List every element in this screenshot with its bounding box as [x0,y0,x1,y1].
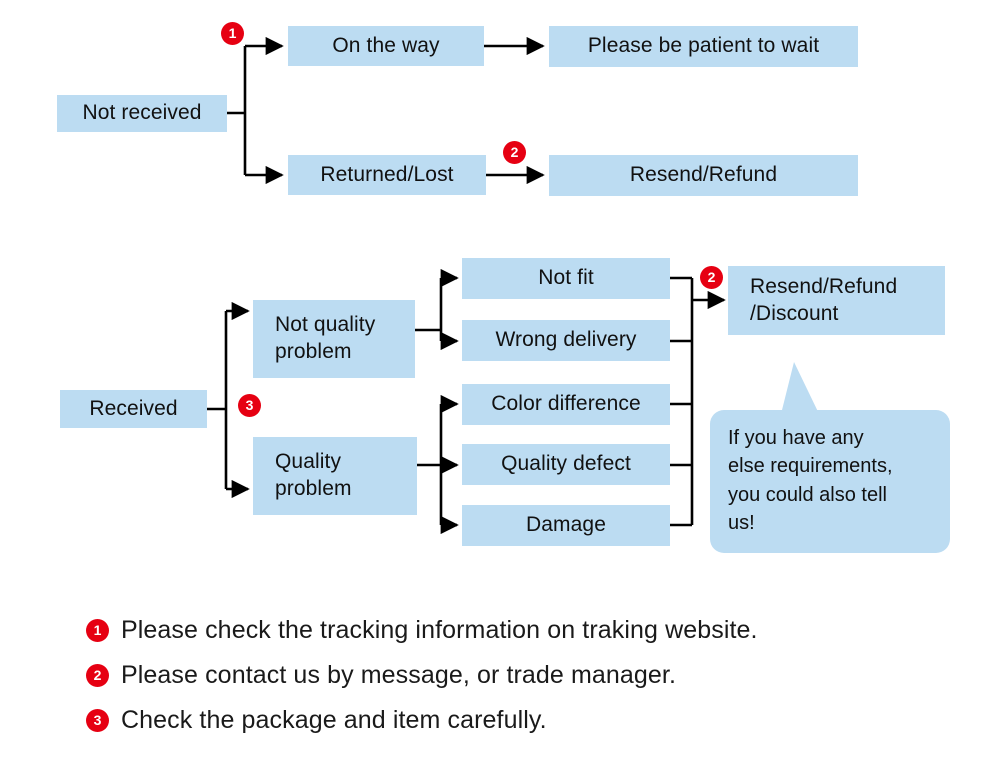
badge-step-2-top: 2 [503,141,526,164]
legend-text-1: Please check the tracking information on… [121,616,758,644]
legend-text-2: Please contact us by message, or trade m… [121,661,677,689]
node-returned-lost[interactable]: Returned/Lost [288,155,486,195]
node-quality-problem[interactable]: Quality problem [253,437,417,515]
node-wrong-delivery[interactable]: Wrong delivery [462,320,670,361]
node-please-be-patient-to-wait[interactable]: Please be patient to wait [549,26,858,67]
node-not-fit[interactable]: Not fit [462,258,670,299]
legend-badge-3: 3 [86,709,109,732]
node-damage[interactable]: Damage [462,505,670,546]
node-resend-refund-discount[interactable]: Resend/Refund /Discount [728,266,945,335]
legend-text-3: Check the package and item carefully. [121,706,547,734]
legend-item: 1 Please check the tracking information … [86,608,946,653]
badge-step-3: 3 [238,394,261,417]
badge-step-2-bottom: 2 [700,266,723,289]
badge-step-1-top: 1 [221,22,244,45]
legend-item: 3 Check the package and item carefully. [86,698,946,743]
legend-list: 1 Please check the tracking information … [86,608,946,743]
node-not-received[interactable]: Not received [57,95,227,132]
speech-bubble-extra-requirements: If you have any else requirements, you c… [710,410,950,553]
node-resend-refund[interactable]: Resend/Refund [549,155,858,196]
legend-item: 2 Please contact us by message, or trade… [86,653,946,698]
node-color-difference[interactable]: Color difference [462,384,670,425]
node-not-quality-problem[interactable]: Not quality problem [253,300,415,378]
node-on-the-way[interactable]: On the way [288,26,484,66]
node-received[interactable]: Received [60,390,207,428]
node-quality-defect[interactable]: Quality defect [462,444,670,485]
legend-badge-1: 1 [86,619,109,642]
legend-badge-2: 2 [86,664,109,687]
